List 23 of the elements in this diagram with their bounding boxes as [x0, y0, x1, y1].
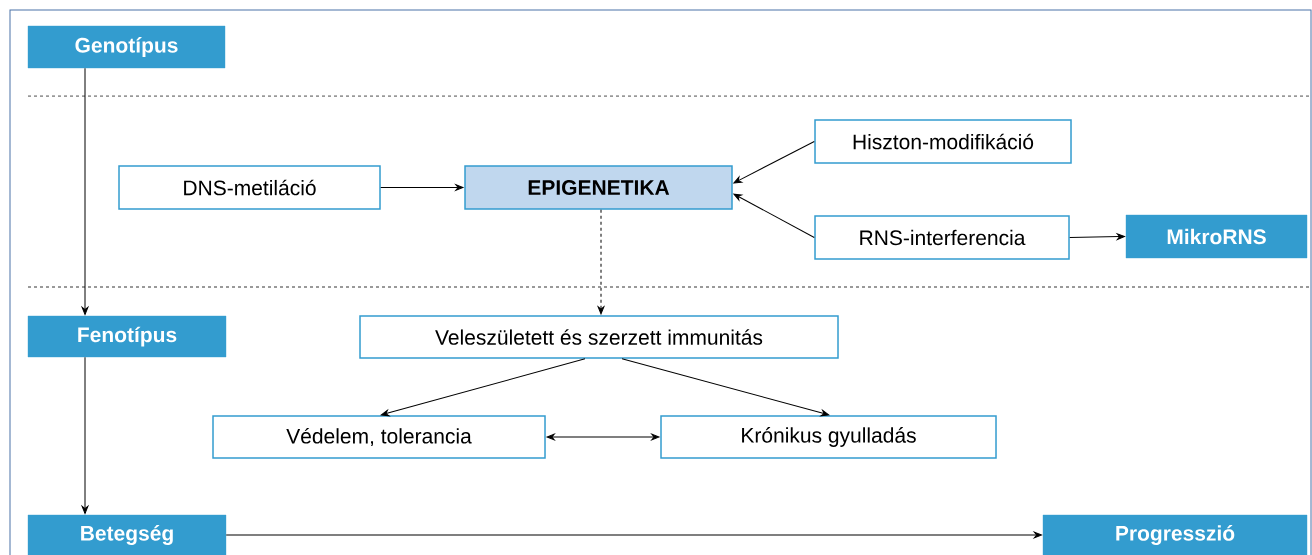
- arrow: [380, 358, 586, 417]
- arrow: [733, 141, 815, 184]
- arrow: [733, 193, 815, 238]
- arrow: [225, 531, 1042, 539]
- process-box: Krónikus gyulladás: [660, 415, 997, 459]
- label-box: Betegség: [27, 514, 227, 555]
- arrow: [546, 433, 660, 441]
- process-box: DNS-metiláció: [118, 165, 381, 210]
- arrow: [621, 358, 830, 417]
- arrow: [380, 184, 464, 191]
- process-box: Veleszületett és szerzett immunitás: [359, 315, 839, 359]
- process-box: Védelem, tolerancia: [212, 415, 546, 459]
- process-box: Hiszton-modifikáció: [814, 119, 1072, 164]
- label-box: Progresszió: [1042, 514, 1308, 555]
- arrow: [1069, 233, 1125, 240]
- arrow: [81, 356, 89, 514]
- label-box: Fenotípus: [27, 315, 227, 358]
- label-box: MikroRNS: [1125, 214, 1308, 259]
- process-box: EPIGENETIKA: [464, 165, 733, 210]
- arrow: [81, 67, 89, 315]
- arrow: [597, 209, 605, 315]
- process-box: RNS-interferencia: [814, 215, 1070, 260]
- label-box: Genotípus: [27, 25, 226, 69]
